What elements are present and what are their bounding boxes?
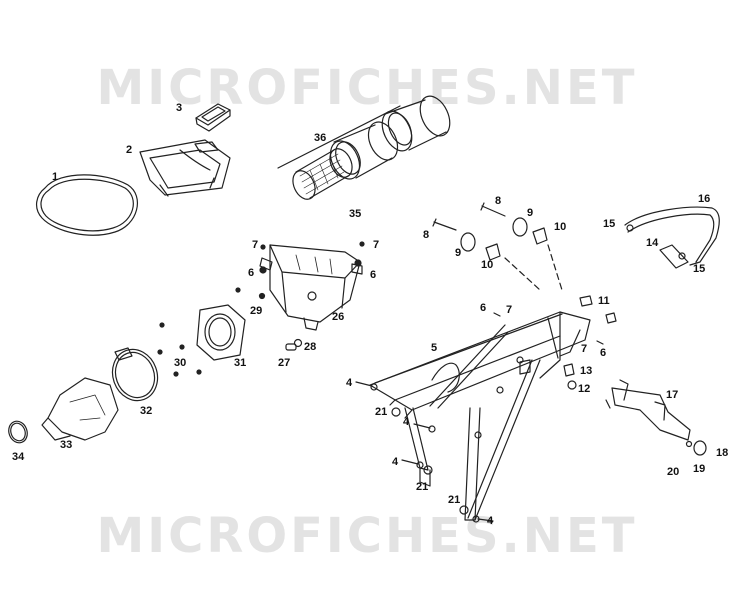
callout-10b: 10 xyxy=(481,259,493,271)
watermark-top: MICROFICHES.NET xyxy=(96,60,638,116)
callout-6b: 6 xyxy=(370,269,376,281)
callout-36: 36 xyxy=(314,132,326,144)
part-26-airbox xyxy=(259,244,363,331)
callout-35: 35 xyxy=(349,208,361,220)
callout-3: 3 xyxy=(176,102,182,114)
callout-27: 27 xyxy=(278,357,290,369)
callout-4d: 4 xyxy=(487,515,494,527)
callout-34: 34 xyxy=(12,451,25,463)
part-33-duct xyxy=(41,377,119,441)
callout-7a: 7 xyxy=(252,239,258,251)
callout-7b: 7 xyxy=(373,239,379,251)
part-31-boot xyxy=(196,304,246,361)
callout-4b: 4 xyxy=(403,416,410,428)
callout-4c: 4 xyxy=(392,456,399,468)
callout-8b: 8 xyxy=(423,229,429,241)
part-3-grommet xyxy=(195,103,231,132)
callout-9a: 9 xyxy=(527,207,533,219)
callout-16: 16 xyxy=(698,193,710,205)
callout-14: 14 xyxy=(646,237,659,249)
callout-17: 17 xyxy=(666,389,678,401)
part-16-handle xyxy=(624,206,720,269)
small-fasteners xyxy=(157,241,365,377)
callout-29: 29 xyxy=(250,305,262,317)
callout-6d: 6 xyxy=(600,347,606,359)
callout-21a: 21 xyxy=(375,406,387,418)
callout-18: 18 xyxy=(716,447,728,459)
callout-13: 13 xyxy=(580,365,592,377)
part-34-clamp xyxy=(8,420,28,444)
callout-30: 30 xyxy=(174,357,186,369)
callout-26: 26 xyxy=(332,311,344,323)
callout-10a: 10 xyxy=(554,221,566,233)
callout-11: 11 xyxy=(598,295,610,307)
part-2-cover xyxy=(139,139,231,197)
callout-4a: 4 xyxy=(346,377,353,389)
callout-6c: 6 xyxy=(480,302,486,314)
callout-6a: 6 xyxy=(248,267,254,279)
callout-21b: 21 xyxy=(416,481,428,493)
part-5-subframe xyxy=(369,311,591,521)
part-8-9-10-mount xyxy=(432,202,563,291)
part-36-filter xyxy=(277,95,451,200)
frame-screws xyxy=(355,312,604,523)
callout-15a: 15 xyxy=(603,218,615,230)
callout-7c: 7 xyxy=(506,304,512,316)
callout-7d: 7 xyxy=(581,343,587,355)
part-17-bracket xyxy=(605,379,707,456)
callout-9b: 9 xyxy=(455,247,461,259)
callout-21c: 21 xyxy=(448,494,460,506)
watermark-bottom: MICROFICHES.NET xyxy=(96,508,638,564)
callout-1: 1 xyxy=(52,171,58,183)
part-32-clamp xyxy=(111,347,159,402)
callout-15b: 15 xyxy=(693,263,705,275)
part-11-12-13 xyxy=(519,295,617,390)
part-1-gasket xyxy=(36,174,138,236)
callout-33: 33 xyxy=(60,439,72,451)
callout-2: 2 xyxy=(126,144,132,156)
callout-19: 19 xyxy=(693,463,705,475)
callout-31: 31 xyxy=(234,357,246,369)
callout-5: 5 xyxy=(431,342,437,354)
callout-32: 32 xyxy=(140,405,152,417)
callout-20: 20 xyxy=(667,466,679,478)
callout-8a: 8 xyxy=(495,195,501,207)
callout-28: 28 xyxy=(304,341,316,353)
callout-12: 12 xyxy=(578,383,590,395)
